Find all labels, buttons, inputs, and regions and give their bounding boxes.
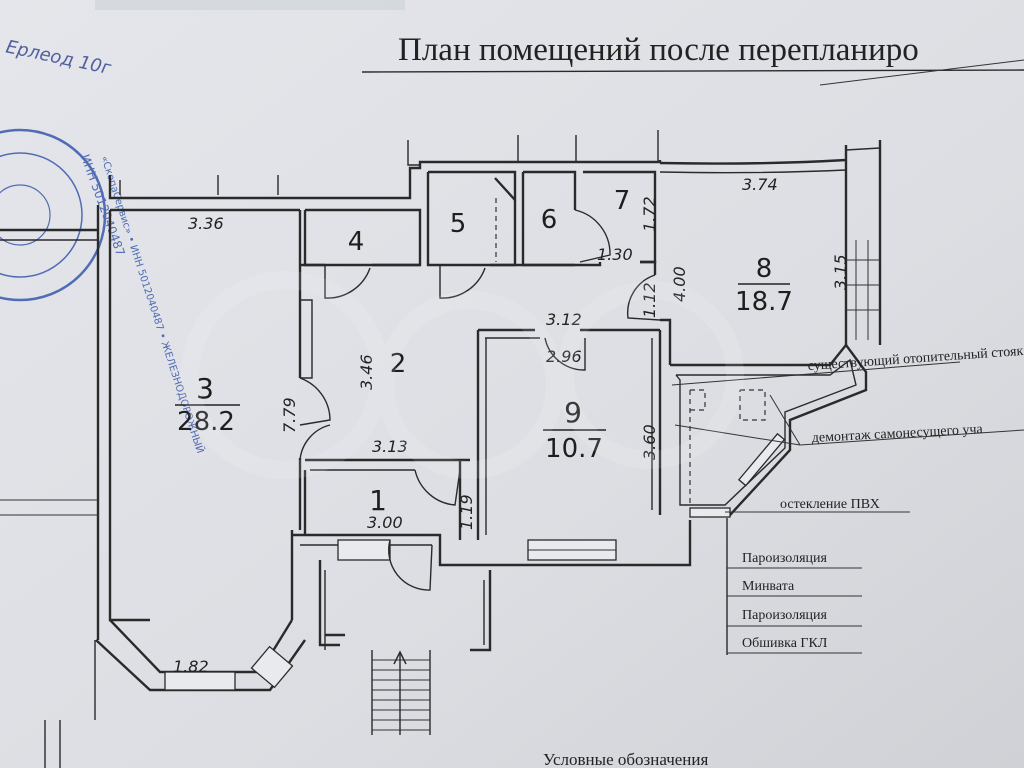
room8-top-inner — [659, 169, 847, 174]
room5-door — [439, 265, 486, 299]
room-8-number: 8 — [756, 254, 773, 284]
dim-300: 3.00 — [367, 513, 403, 532]
layer-1: Пароизоляция — [742, 551, 827, 566]
floor-plan — [0, 130, 882, 768]
room-3-area: 28.2 — [177, 407, 235, 437]
glazing-annotation: остекление ПВХ — [780, 497, 880, 512]
room5-partition-slash — [494, 177, 516, 201]
dim-779: 7.79 — [280, 397, 299, 433]
dim-172: 1.72 — [640, 196, 659, 232]
dim-296: 2.96 — [546, 347, 582, 366]
room-5-number: 5 — [450, 209, 467, 239]
dim-315: 3.15 — [831, 254, 850, 290]
entrance-door — [388, 539, 433, 591]
room-1-number: 1 — [369, 484, 387, 517]
room4-door — [324, 265, 371, 299]
demolition-leader-1 — [674, 424, 801, 446]
corridor-top-wall-mid — [440, 262, 602, 267]
room-7-number: 7 — [614, 186, 631, 216]
room6-door — [574, 209, 611, 263]
vestibule-right-wall — [470, 570, 492, 652]
dim-119: 1.19 — [457, 494, 476, 530]
legend-heading: Условные обозначения — [543, 750, 708, 768]
dim-400: 4.00 — [670, 266, 689, 302]
room8-left-wall — [660, 318, 672, 365]
plan-title: План помещений после перепланиро — [398, 32, 919, 68]
vestibule-window-left — [337, 539, 391, 561]
room-labels: 1 2 3 28.2 4 5 6 7 8 18.7 9 10.7 — [175, 186, 793, 517]
riser-leader — [671, 361, 961, 386]
vestibule-left-wall — [318, 560, 340, 647]
dim-130: 1.30 — [597, 245, 633, 264]
dim-336: 3.36 — [188, 214, 224, 233]
room-8-area: 18.7 — [735, 287, 793, 317]
dim-112: 1.12 — [640, 282, 659, 318]
room1-door — [414, 469, 461, 506]
room8-top-wall — [659, 158, 847, 165]
room5-left-wall — [426, 172, 440, 267]
room3-bay-window — [164, 671, 236, 691]
sheet-fold-line — [819, 59, 1024, 86]
dim-313: 3.13 — [372, 437, 408, 456]
entrance-stairs — [371, 650, 431, 735]
dim-360: 3.60 — [640, 424, 659, 460]
layer-3: Пароизоляция — [742, 608, 827, 623]
dim-346: 3.46 — [357, 354, 376, 390]
room3-bay-side-window — [250, 645, 294, 689]
room-9-area: 10.7 — [545, 434, 603, 464]
demolition-leader-2 — [769, 394, 801, 446]
loggia-top-wall — [670, 344, 847, 367]
loggia-window-side — [737, 432, 786, 487]
dim-182: 1.82 — [173, 657, 209, 676]
corridor-top-wall-right — [640, 260, 657, 275]
layer-4: Обшивка ГКЛ — [742, 636, 828, 651]
room9-door — [544, 337, 586, 371]
facade-top-wall — [108, 160, 662, 200]
dim-312: 3.12 — [546, 310, 582, 329]
room-9-number: 9 — [564, 396, 582, 429]
dim-374: 3.74 — [742, 175, 778, 194]
facade-pier-4 — [407, 140, 420, 166]
room3-door — [299, 377, 331, 426]
bleed-through-marks — [95, 0, 405, 10]
room6-top — [523, 170, 577, 210]
dimension-labels: 3.36 1.82 7.79 3.46 3.13 1.19 3.00 3.12 … — [173, 175, 850, 676]
title-underline — [361, 69, 1024, 73]
watermark — [181, 271, 744, 479]
room-4-number: 4 — [348, 227, 365, 257]
room-6-number: 6 — [541, 205, 558, 235]
room3-door-leaf — [299, 424, 331, 461]
loggia-window-front — [689, 507, 731, 518]
lower-front-wall — [292, 520, 692, 567]
corridor-niche — [300, 299, 313, 379]
room-3-number: 3 — [196, 372, 214, 405]
room-2-number: 2 — [390, 349, 407, 379]
layer-2: Минвата — [742, 579, 795, 594]
room8-door — [626, 274, 661, 321]
wall-layers-callout: Пароизоляция Минвата Пароизоляция Обшивк… — [726, 518, 862, 655]
